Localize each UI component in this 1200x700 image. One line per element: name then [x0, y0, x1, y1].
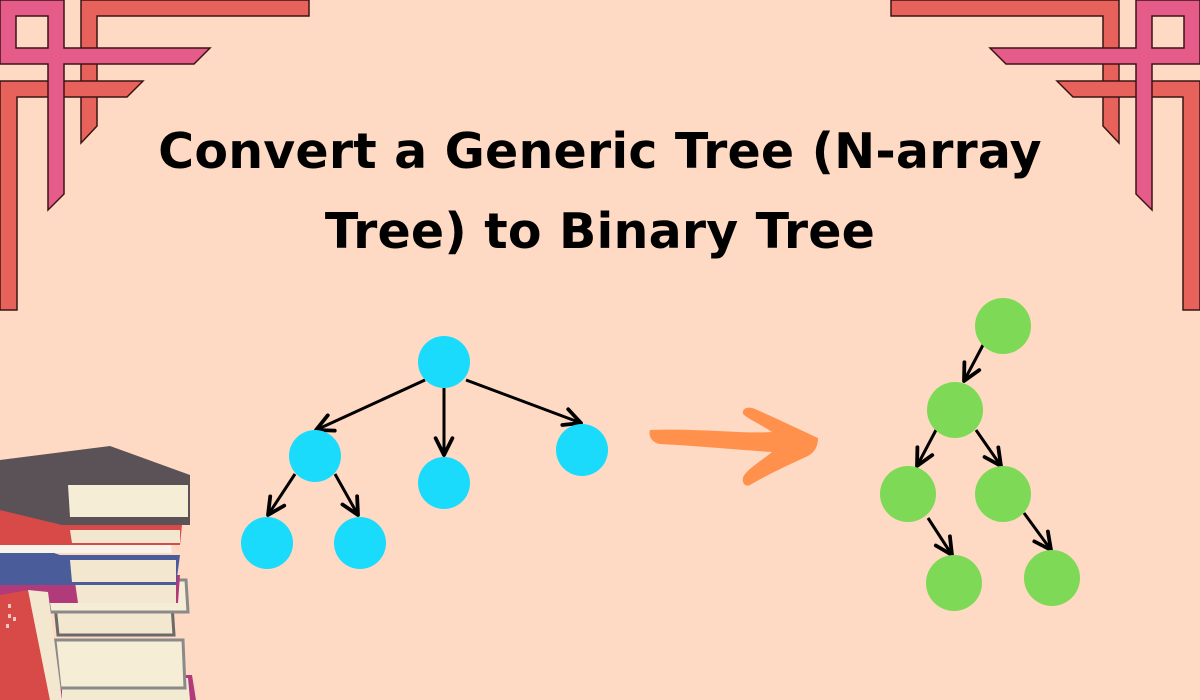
generic-node-root — [418, 336, 470, 388]
transform-arrow-icon — [649, 407, 818, 486]
binary-node-2 — [880, 466, 936, 522]
generic-node-grandchild-2 — [334, 517, 386, 569]
title-line-1: Convert a Generic Tree (N-array — [158, 123, 1042, 180]
corner-ornament-top-right — [890, 0, 1200, 311]
binary-tree-nodes — [880, 298, 1080, 611]
generic-tree-edges — [266, 378, 583, 517]
binary-node-3 — [975, 466, 1031, 522]
binary-node-root — [975, 298, 1031, 354]
binary-node-4 — [926, 555, 982, 611]
books-stack-illustration — [0, 446, 196, 700]
generic-node-child-1 — [289, 430, 341, 482]
binary-tree-edges — [915, 344, 1053, 557]
title-line-2: Tree) to Binary Tree — [324, 203, 876, 260]
corner-ornament-top-left — [0, 0, 310, 311]
binary-node-5 — [1024, 550, 1080, 606]
generic-node-child-2 — [418, 457, 470, 509]
generic-node-child-3 — [556, 424, 608, 476]
page-title: Convert a Generic Tree (N-array Tree) to… — [0, 112, 1200, 272]
generic-tree-nodes — [241, 336, 608, 569]
binary-node-1 — [927, 382, 983, 438]
generic-node-grandchild-1 — [241, 517, 293, 569]
